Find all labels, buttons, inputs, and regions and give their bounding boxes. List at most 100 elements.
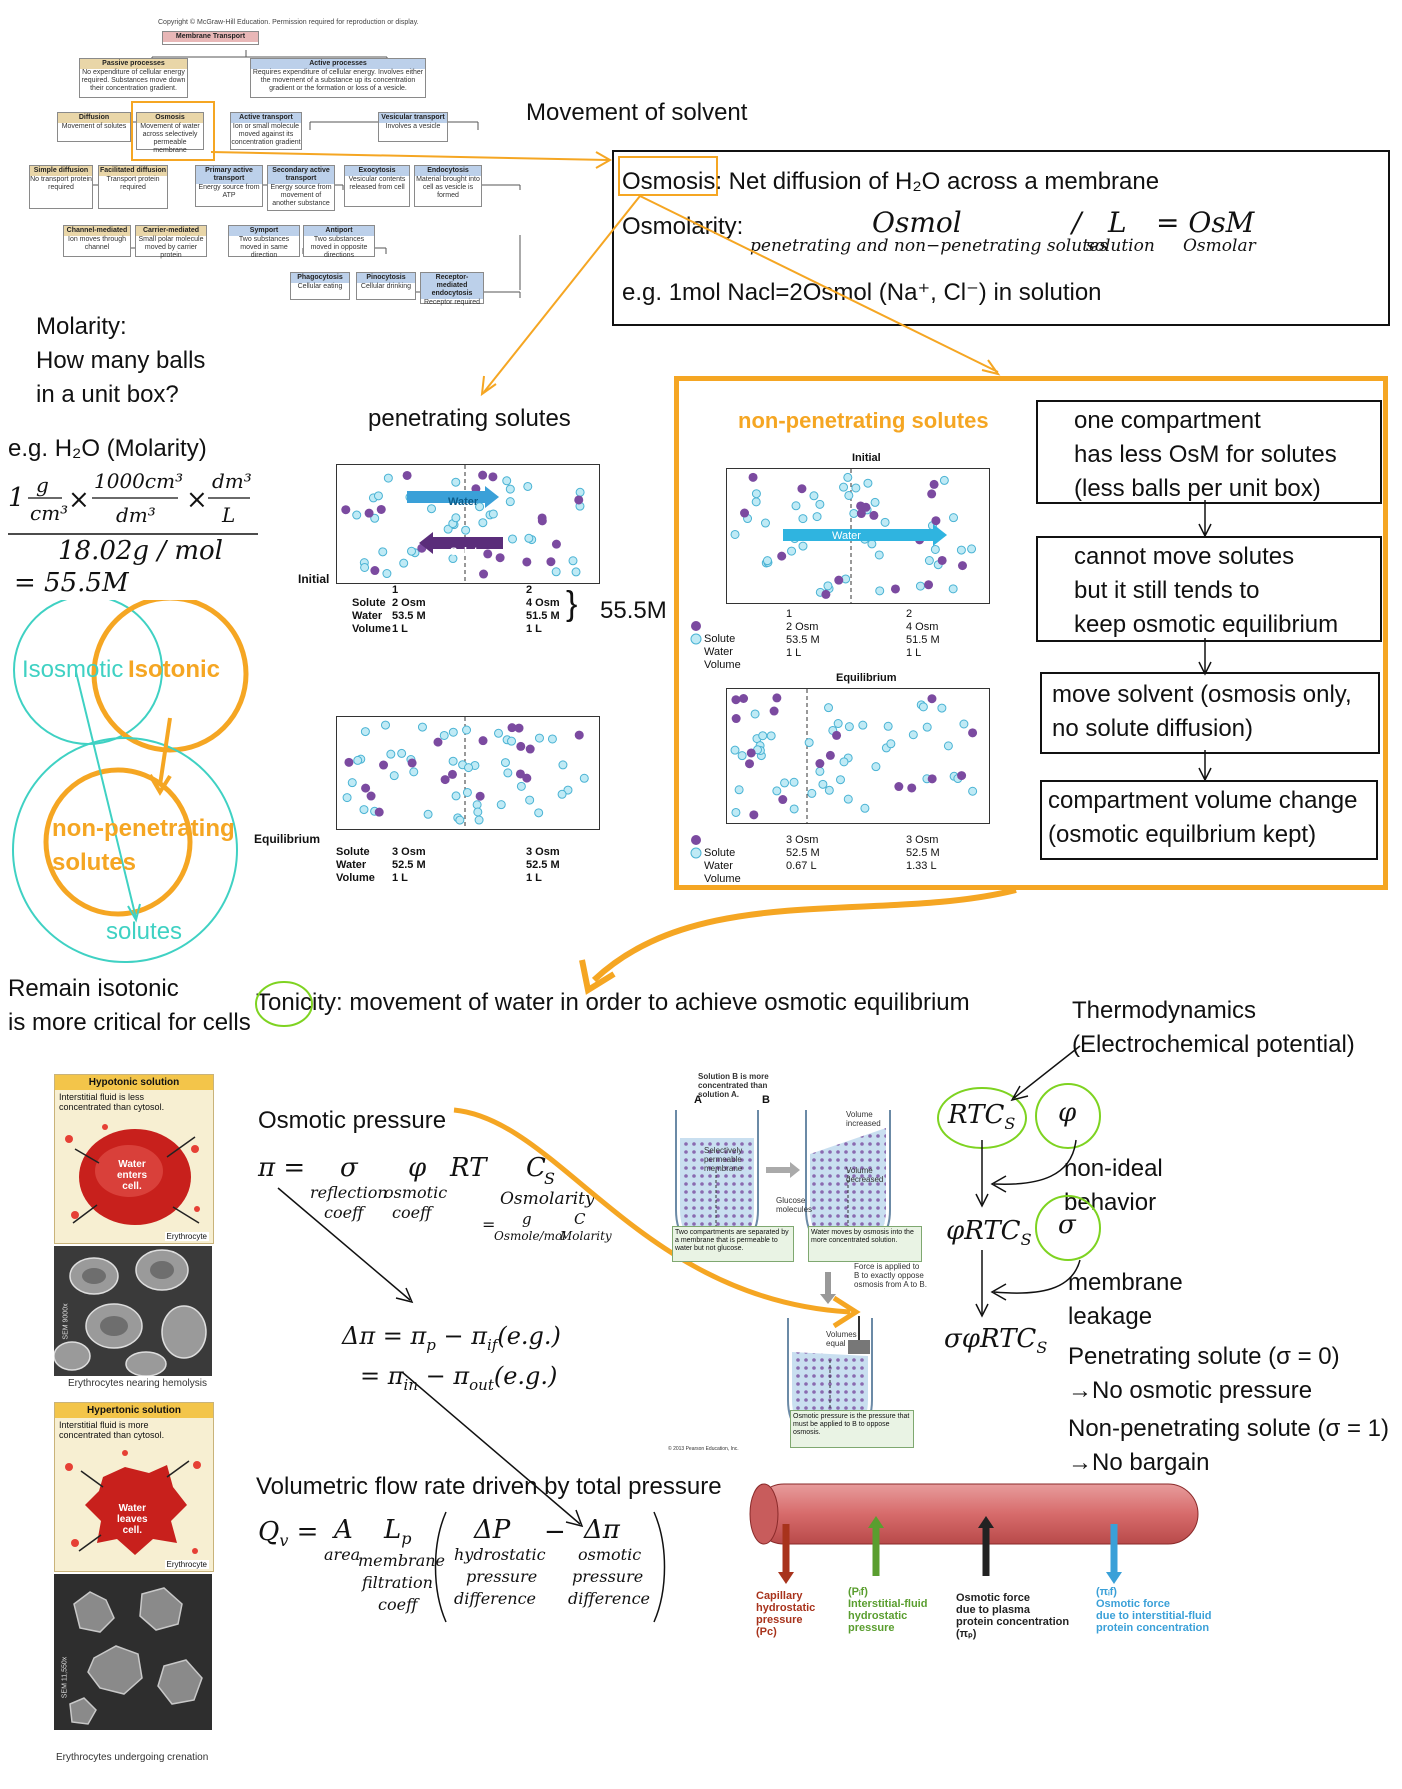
solute-particle — [447, 769, 457, 779]
penetrating-eq-col2: 3 Osm 52.5 M 1 L — [526, 846, 560, 884]
water-particle — [373, 491, 383, 501]
swollen-cell-illustration — [65, 1124, 200, 1225]
water-particle — [833, 719, 843, 729]
step-box-3: move solvent (osmosis only, no solute di… — [1040, 672, 1380, 754]
water-particle — [462, 787, 472, 797]
molarity-denominator: 18.02g / mol — [58, 536, 223, 566]
solute-particle — [745, 759, 755, 769]
svg-text:g: g — [36, 473, 49, 497]
solute-particle — [495, 553, 505, 563]
water-particle — [397, 748, 407, 758]
water-particle — [930, 544, 940, 554]
svg-text:reflection: reflection — [310, 1183, 388, 1202]
water-particle — [791, 501, 801, 511]
non-ideal-note: non-ideal behavior — [1064, 1155, 1163, 1216]
water-particle — [494, 728, 504, 738]
water-particle — [399, 558, 409, 568]
water-particle — [824, 703, 834, 713]
tonicity-line: Tonicity: movement of water in order to … — [256, 989, 970, 1016]
water-particle — [924, 556, 934, 566]
solute-particle — [361, 783, 371, 793]
solute-particle — [821, 589, 831, 599]
utube-vol-dec: Volume decreased — [846, 1166, 884, 1184]
water-particle — [772, 786, 782, 796]
solute-particle — [731, 695, 741, 705]
nonpen-initial-label: Initial — [852, 452, 881, 464]
water-particle — [843, 794, 853, 804]
hemolysis-caption: Erythrocytes nearing hemolysis — [68, 1378, 207, 1389]
solute-particle — [370, 566, 380, 576]
solutes-label: solutes — [106, 918, 183, 945]
liter-term: L — [1108, 206, 1127, 239]
solute-particle — [937, 555, 947, 565]
water-particle — [863, 478, 873, 488]
step-arrows — [1198, 500, 1212, 782]
water-particle — [439, 730, 449, 740]
utube-force: Force is applied to B to exactly oppose … — [854, 1262, 927, 1289]
svg-text:coeff: coeff — [392, 1203, 434, 1222]
water-particle — [835, 775, 845, 785]
svg-text:coeff: coeff — [324, 1203, 366, 1222]
utube-top-note: Solution B is more concentrated than sol… — [698, 1072, 769, 1099]
water-particle — [507, 736, 517, 746]
water-particle — [731, 807, 741, 817]
water-particle — [750, 709, 760, 719]
water-particle — [389, 771, 399, 781]
water-particle — [500, 758, 510, 768]
osmotic-pressure-title: Osmotic pressure — [258, 1107, 447, 1134]
hypotonic-desc: Interstitial fluid is less concentrated … — [59, 1092, 165, 1112]
water-particle — [823, 581, 833, 591]
water-particle — [956, 545, 966, 555]
svg-text:pressure: pressure — [572, 1567, 643, 1586]
sigma-term: σ — [1058, 1210, 1076, 1240]
hypotonic-cell-label: Water enters cell. — [117, 1159, 148, 1192]
water-particle — [860, 803, 870, 813]
solute-particle — [551, 539, 561, 549]
water-particle — [798, 514, 808, 524]
nonpen-initial-particles — [730, 469, 977, 603]
water-particle — [448, 756, 458, 766]
solute-particle — [894, 782, 904, 792]
isosmotic-arrow — [75, 671, 137, 919]
water-particle — [968, 786, 978, 796]
svg-text:=: = — [482, 1215, 495, 1234]
step-box-4: compartment volume change (osmotic equil… — [1040, 780, 1378, 860]
flowchart-root: Membrane Transport — [162, 31, 259, 45]
water-particle — [557, 789, 567, 799]
svg-text:Δπ: Δπ — [583, 1515, 621, 1545]
water-particle — [451, 513, 461, 523]
water-particle — [488, 509, 498, 519]
nonpen-legend-dots — [690, 621, 702, 859]
solute-particle — [815, 759, 825, 769]
shrunken-cell-illustration — [65, 1450, 201, 1555]
water-particle — [524, 533, 534, 543]
volumetric-flow-title: Volumetric flow rate driven by total pre… — [256, 1473, 722, 1500]
utube-membrane: Selectively permeable membrane — [704, 1146, 743, 1173]
solute-particle — [514, 723, 524, 733]
force-interstitial-hydro: (Pᵢf) Interstitial-fluid hydrostatic pre… — [848, 1586, 928, 1634]
svg-text:S: S — [544, 1169, 555, 1188]
solute-particle — [731, 714, 741, 724]
solute-particle — [546, 557, 556, 567]
solute-arrow — [433, 537, 503, 549]
water-particle — [380, 720, 390, 730]
water-particle — [922, 722, 932, 732]
water-particle — [342, 793, 352, 803]
solute-particle — [749, 810, 759, 820]
solute-particle — [746, 748, 756, 758]
solute-particle — [478, 470, 488, 480]
water-particle — [448, 727, 458, 737]
water-particle — [462, 725, 472, 735]
water-particle — [417, 722, 427, 732]
svg-text:Δπ = πp − πif(e.g.): Δπ = πp − πif(e.g.) — [341, 1322, 561, 1354]
water-particle — [789, 777, 799, 787]
hypertonic-title: Hypertonic solution — [55, 1403, 213, 1418]
water-particle — [502, 476, 512, 486]
penetrating-water-arrow-label: Water — [448, 496, 479, 508]
